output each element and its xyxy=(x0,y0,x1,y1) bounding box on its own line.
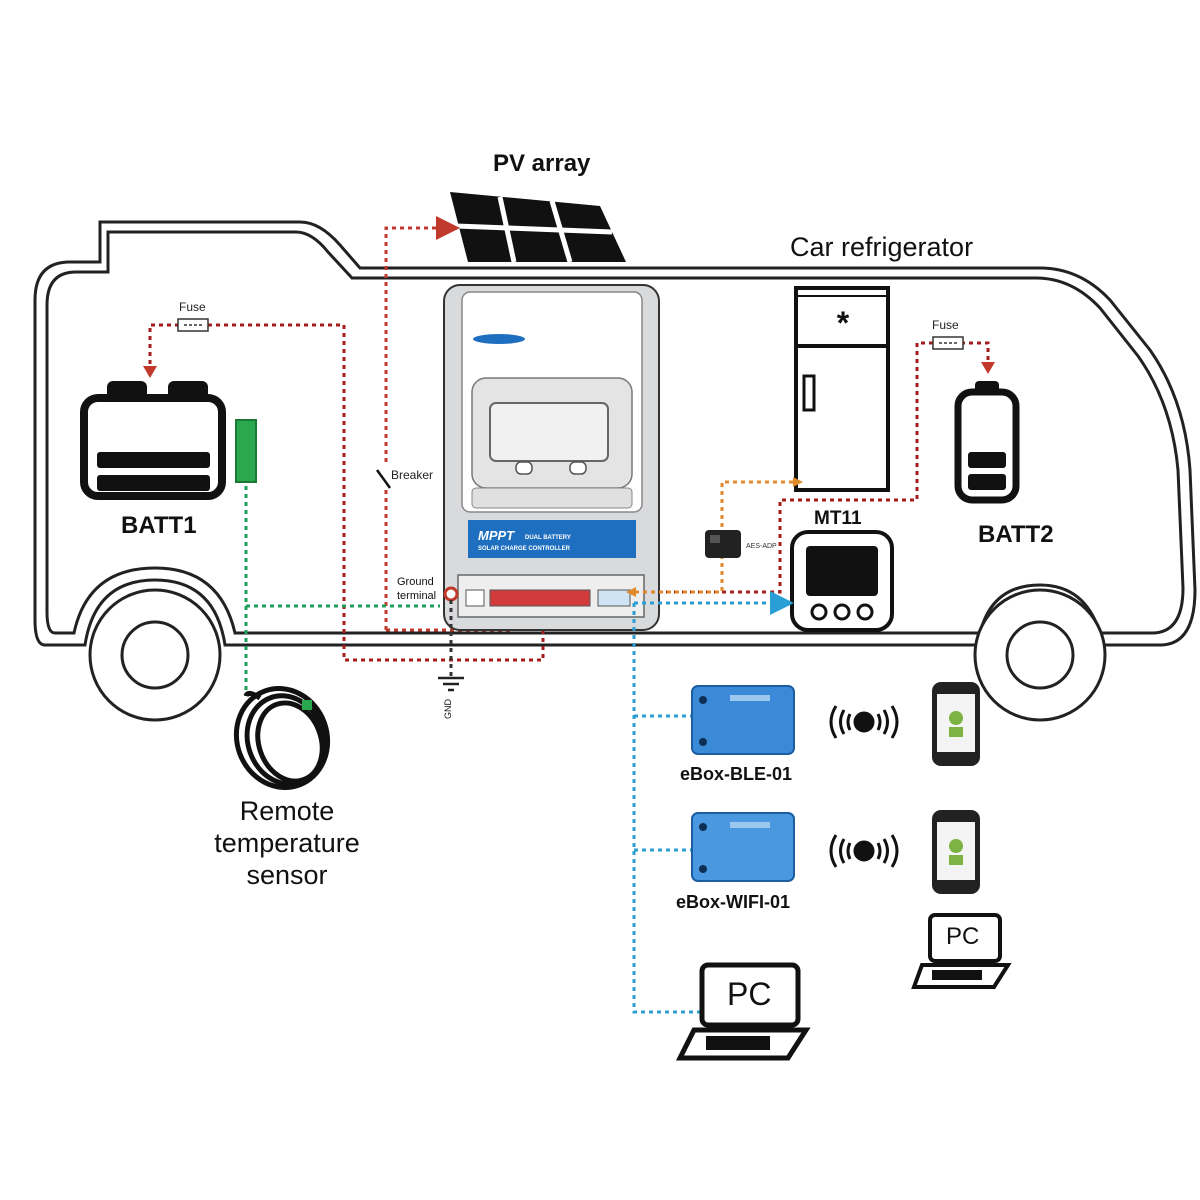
laptop-large-icon xyxy=(675,962,811,1061)
bluetooth-signal-icon xyxy=(829,705,899,739)
pc-large-label: PC xyxy=(727,976,772,1012)
mt11-meter-icon xyxy=(790,530,894,632)
svg-text:*: * xyxy=(837,305,850,341)
batt2-wire xyxy=(573,341,990,594)
batt1-arrow xyxy=(143,366,157,378)
breaker-label: Breaker xyxy=(391,468,434,482)
fuse-left-label: Fuse xyxy=(179,300,206,314)
svg-text:AES-ADP: AES-ADP xyxy=(746,543,777,550)
pv-array-icon xyxy=(450,192,626,263)
remote-sensor-label-3: sensor xyxy=(246,860,328,890)
pv-array-label: PV array xyxy=(493,150,591,177)
controller-terminal-block xyxy=(489,589,591,607)
controller-banner-sub2: SOLAR CHARGE CONTROLLER xyxy=(478,546,571,552)
gnd-label: GND xyxy=(443,699,453,719)
remote-sensor-label-1: Remote xyxy=(239,796,335,826)
wheel-right xyxy=(973,588,1107,722)
car-refrigerator-label: Car refrigerator xyxy=(790,232,974,262)
wheel-left xyxy=(88,588,222,722)
remote-sensor-label-2: temperature xyxy=(214,828,360,858)
fuse-right-icon xyxy=(932,336,964,350)
batt2-icon xyxy=(954,381,1020,504)
ground-symbol-icon xyxy=(438,676,464,692)
adapter-icon: AES-ADP xyxy=(705,530,777,558)
ground-terminal-label-2: terminal xyxy=(397,590,437,602)
fuse-right-label: Fuse xyxy=(932,318,959,332)
controller-banner-sub1: DUAL BATTERY xyxy=(525,535,571,541)
charge-controller xyxy=(443,284,660,631)
wifi-signal-icon xyxy=(829,834,899,868)
batt1-wire xyxy=(148,323,545,662)
communication-wire xyxy=(632,591,794,1014)
smartphone-icon xyxy=(932,810,980,894)
smartphone-icon xyxy=(932,682,980,766)
ebox-wifi-label: eBox-WIFI-01 xyxy=(676,892,791,912)
controller-screen xyxy=(489,402,609,462)
ebox-ble-icon xyxy=(691,685,795,755)
laptop-small-icon xyxy=(911,913,1012,989)
controller-banner xyxy=(468,520,636,558)
temperature-sensor-coil-icon xyxy=(233,686,331,790)
fuse-left-icon xyxy=(177,318,209,332)
ebox-ble-label: eBox-BLE-01 xyxy=(680,764,793,784)
ebox-wifi-icon xyxy=(691,812,795,882)
batt2-label: BATT2 xyxy=(978,521,1054,548)
sensor-wire xyxy=(244,486,440,696)
ground-terminal-label-1: Ground xyxy=(397,576,434,588)
sensor-connector-icon xyxy=(235,419,257,483)
pc-small-label: PC xyxy=(946,923,980,950)
car-refrigerator-icon: * xyxy=(794,286,890,492)
batt1-icon xyxy=(80,381,226,500)
controller-banner-main: MPPT xyxy=(478,528,515,543)
breaker-icon xyxy=(375,462,392,490)
mt11-label: MT11 xyxy=(814,508,862,529)
meter-wire xyxy=(634,480,793,594)
batt1-label: BATT1 xyxy=(121,512,197,539)
ground-terminal-icon xyxy=(443,586,459,602)
batt2-arrow xyxy=(981,362,995,374)
sensor-tip-icon xyxy=(302,700,312,710)
